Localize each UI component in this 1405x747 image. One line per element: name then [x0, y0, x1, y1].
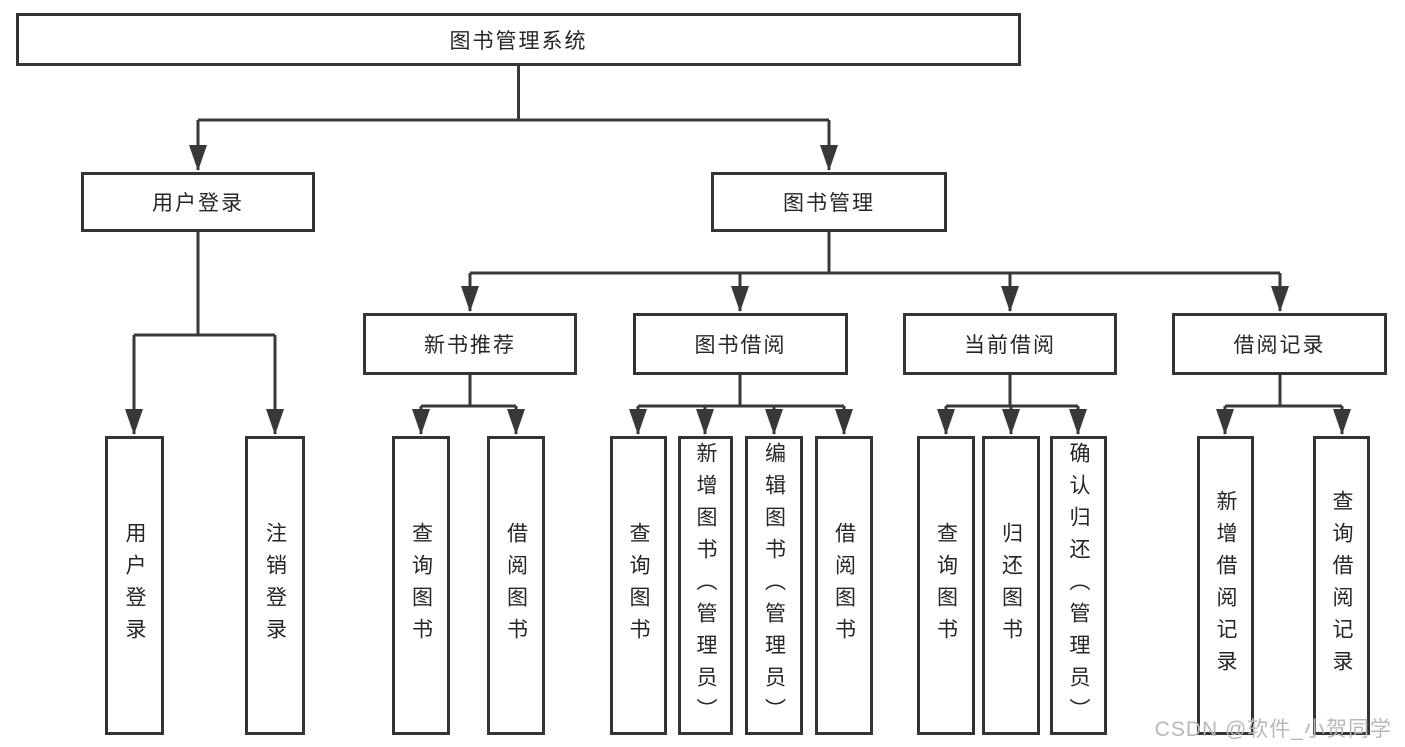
node-borrowing-records-label: 借阅记录	[1233, 334, 1326, 357]
leaf-records-query-record: 查询借阅记录	[1313, 436, 1370, 735]
leaf-current-query-books: 查询图书	[917, 436, 975, 735]
leaf-current-confirm-return-admin: 确认归还（管理员）	[1050, 436, 1107, 735]
leaf-borrow-edit-books-admin: 编辑图书（管理员）	[745, 436, 803, 735]
leaf-records-add-record-label: 新增借阅记录	[1214, 489, 1238, 682]
leaf-user-login-label: 用户登录	[123, 521, 147, 650]
connector-group	[125, 66, 1351, 435]
leaf-user-login: 用户登录	[105, 436, 164, 735]
leaf-borrow-query-books-label: 查询图书	[627, 521, 651, 650]
node-root: 图书管理系统	[16, 13, 1021, 66]
node-root-label: 图书管理系统	[449, 29, 588, 53]
leaf-recommend-borrow-books: 借阅图书	[487, 436, 545, 735]
node-book-management: 图书管理	[711, 172, 947, 232]
leaf-current-return-books-label: 归还图书	[999, 521, 1023, 650]
node-new-book-recommend-label: 新书推荐	[424, 334, 516, 357]
node-borrowing-records: 借阅记录	[1172, 313, 1387, 375]
node-current-borrowing-label: 当前借阅	[964, 334, 1056, 357]
node-book-borrowing: 图书借阅	[633, 313, 848, 375]
leaf-current-return-books: 归还图书	[982, 436, 1040, 735]
leaf-borrow-borrow-books: 借阅图书	[815, 436, 873, 735]
node-current-borrowing: 当前借阅	[903, 313, 1117, 375]
csdn-watermark: CSDN @软件_小贺同学	[1154, 718, 1392, 741]
leaf-logout-label: 注销登录	[263, 521, 287, 650]
node-book-borrowing-label: 图书借阅	[694, 334, 787, 357]
node-book-management-label: 图书管理	[783, 192, 875, 215]
node-user-login: 用户登录	[81, 172, 315, 232]
leaf-logout: 注销登录	[245, 436, 305, 735]
leaf-recommend-query-books: 查询图书	[392, 436, 450, 735]
leaf-borrow-query-books: 查询图书	[610, 436, 667, 735]
leaf-recommend-query-books-label: 查询图书	[409, 521, 433, 650]
leaf-borrow-add-books-admin-label: 新增图书（管理员）	[694, 441, 718, 730]
leaf-records-query-record-label: 查询借阅记录	[1330, 489, 1354, 682]
node-user-login-label: 用户登录	[152, 192, 244, 215]
leaf-current-query-books-label: 查询图书	[934, 521, 958, 650]
leaf-current-confirm-return-admin-label: 确认归还（管理员）	[1067, 441, 1091, 730]
leaf-borrow-borrow-books-label: 借阅图书	[832, 521, 856, 650]
leaf-borrow-add-books-admin: 新增图书（管理员）	[678, 436, 733, 735]
leaf-recommend-borrow-books-label: 借阅图书	[504, 521, 528, 650]
node-new-book-recommend: 新书推荐	[363, 313, 577, 375]
leaf-records-add-record: 新增借阅记录	[1197, 436, 1254, 735]
leaf-borrow-edit-books-admin-label: 编辑图书（管理员）	[762, 441, 786, 730]
